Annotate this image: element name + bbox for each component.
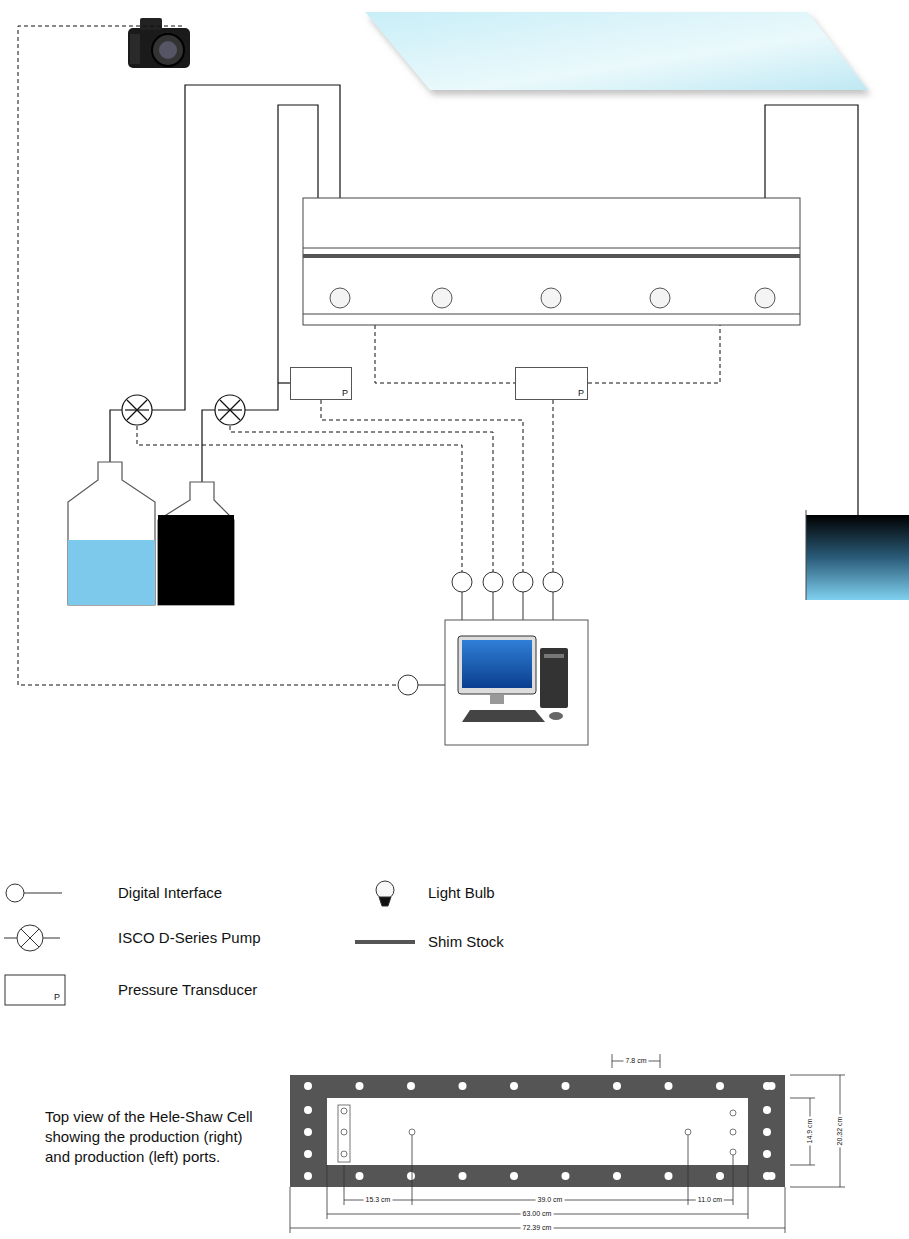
dimension: 14.9 cm	[806, 1117, 814, 1146]
legend-text: ISCO D-Series Pump	[118, 930, 261, 947]
tubing	[110, 85, 858, 520]
dimension: 7.8 cm	[623, 1057, 648, 1065]
dimension: 20.32 cm	[836, 1115, 844, 1148]
caption-note: Top view of the Hele-Shaw Cell showing t…	[45, 1107, 260, 1168]
dimension: 11.0 cm	[696, 1196, 724, 1204]
pressure-transducer: P	[515, 367, 588, 400]
transducer-letter: P	[578, 388, 584, 398]
legend-text: Digital Interface	[118, 885, 222, 902]
legend-text: Pressure Transducer	[118, 982, 257, 999]
dimension: 15.3 cm	[364, 1196, 393, 1204]
reservoir-bottles	[68, 462, 234, 605]
light-panel	[365, 12, 868, 90]
legend-text: Shim Stock	[428, 934, 504, 951]
dimension: 63.00 cm	[521, 1210, 554, 1218]
pressure-transducer: P	[290, 367, 352, 400]
top-view-cell	[290, 1075, 785, 1187]
collection-beaker	[806, 510, 909, 600]
dimension: 39.0 cm	[536, 1196, 565, 1204]
pumps	[122, 395, 245, 425]
legend-symbols	[4, 881, 415, 1005]
dimension: 72.39 cm	[521, 1224, 554, 1232]
transducer-letter: P	[342, 388, 348, 398]
computer	[445, 620, 588, 745]
legend-text: Light Bulb	[428, 885, 495, 902]
dimension-lines	[290, 1054, 845, 1233]
transducer-letter: P	[54, 993, 60, 1003]
hele-shaw-cell	[303, 198, 800, 325]
signal-wires	[18, 26, 720, 685]
